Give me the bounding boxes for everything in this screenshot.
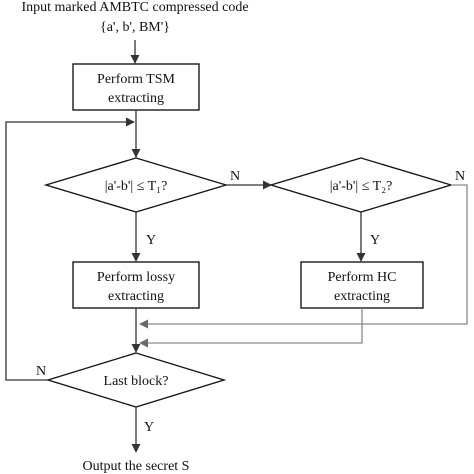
lossy-label-line1: Perform lossy (97, 270, 175, 285)
last-no-label: N (36, 364, 46, 379)
t1-yes-label: Y (146, 233, 156, 248)
lossy-extracting-box (72, 261, 200, 309)
lossy-label-line2: extracting (108, 289, 164, 304)
edge-t2-no-to-merge (139, 184, 468, 329)
decision-last-label: Last block? (104, 374, 169, 389)
decision-t2-label: |a'-b'| ≤ T₂? (330, 179, 393, 194)
input-label-line1: Input marked AMBTC compressed code (21, 0, 248, 15)
edge-last-no-loop (5, 117, 135, 381)
input-label-line2: {a', b', BM'} (100, 20, 170, 35)
t2-no-label: N (455, 169, 465, 184)
hc-label-line2: extracting (334, 289, 390, 304)
edge-hc-to-merge (139, 308, 363, 348)
output-label: Output the secret S (83, 459, 190, 474)
tsm-label-line1: Perform TSM (97, 72, 175, 87)
t1-no-label: N (230, 169, 240, 184)
hc-label-line1: Perform HC (328, 270, 397, 285)
tsm-label-line2: extracting (108, 91, 164, 106)
decision-t1-label: |a'-b'| ≤ T₁? (105, 179, 168, 194)
hc-extracting-box (300, 261, 424, 309)
last-yes-label: Y (144, 420, 154, 435)
t2-yes-label: Y (370, 233, 380, 248)
